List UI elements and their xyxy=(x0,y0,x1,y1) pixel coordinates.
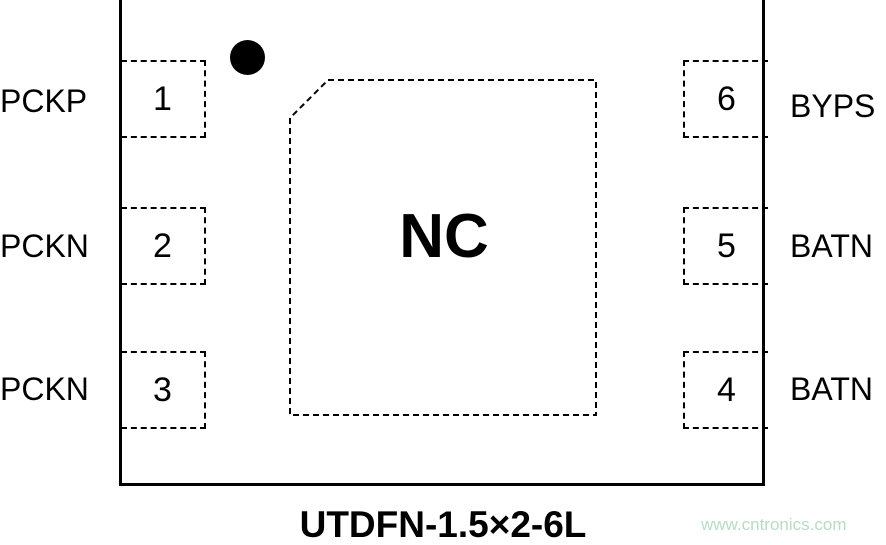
pin-pad-4: 4 xyxy=(683,351,768,429)
pin-pad-2: 2 xyxy=(121,207,206,285)
package-outline xyxy=(119,0,765,486)
pin-label-5: BATN xyxy=(790,228,873,264)
pin-pad-1: 1 xyxy=(121,60,206,138)
pin-number: 4 xyxy=(717,371,736,409)
pin-number: 5 xyxy=(717,227,736,265)
pin-label-6: BYPS xyxy=(790,88,876,124)
package-name: UTDFN-1.5×2-6L xyxy=(299,504,587,545)
pin-number: 1 xyxy=(153,80,172,118)
pin-number: 2 xyxy=(153,227,172,265)
center-exposed-pad xyxy=(289,79,597,416)
pin-number: 6 xyxy=(717,80,736,118)
pin-label-1: PCKP xyxy=(0,83,88,119)
pin-pad-5: 5 xyxy=(683,207,768,285)
pin-label-3: PCKN xyxy=(0,371,89,407)
pin-number: 3 xyxy=(153,371,172,409)
pin-label-2: PCKN xyxy=(0,228,89,264)
watermark: www.cntronics.com xyxy=(701,515,847,534)
pin-label-4: BATN xyxy=(790,371,873,407)
pin-pad-6: 6 xyxy=(683,60,768,138)
pin-pad-3: 3 xyxy=(121,351,206,429)
center-pad-label: NC xyxy=(399,202,489,271)
pin1-indicator-dot xyxy=(230,40,265,75)
